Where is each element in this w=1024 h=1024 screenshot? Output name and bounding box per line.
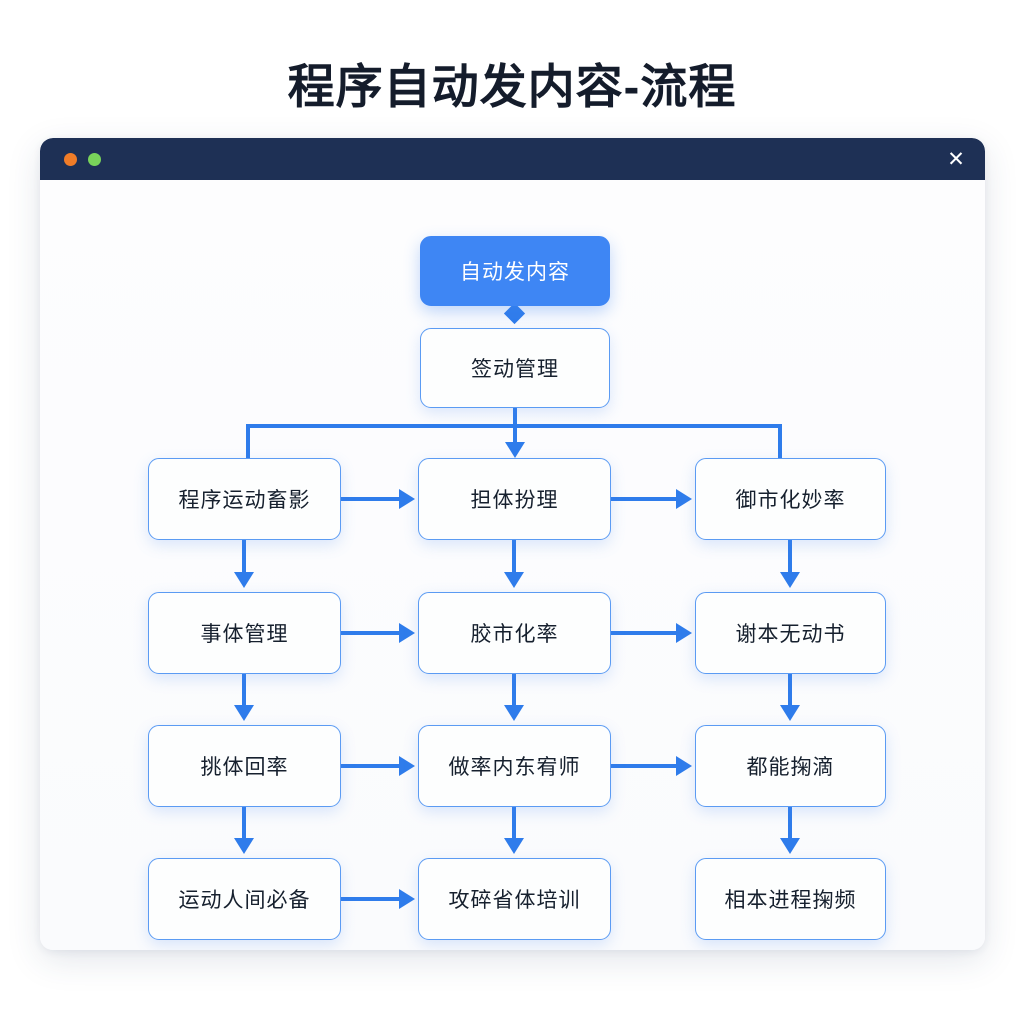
flow-node-center-3[interactable]: 做率内东宥师 — [418, 725, 611, 807]
arrow-down-icon — [504, 572, 524, 588]
connector-right-2-3 — [788, 674, 792, 709]
arrow-right-icon — [399, 889, 415, 909]
page-title: 程序自动发内容-流程 — [287, 60, 737, 113]
app-window: ✕ 自动发内容 签动管理 程序运动畜影 事体管理 挑体回率 运动人间必备 — [40, 138, 985, 950]
connector-right-1-2 — [788, 540, 792, 576]
connector-row2-left-center — [341, 631, 401, 635]
arrow-down-icon — [504, 838, 524, 854]
arrow-down-icon — [780, 572, 800, 588]
connector-row1-center-right — [611, 497, 678, 501]
arrow-down-icon — [234, 705, 254, 721]
connector-center-3-4 — [512, 807, 516, 842]
flow-node-center-1[interactable]: 担体扮理 — [418, 458, 611, 540]
flow-node-right-2[interactable]: 谢本无动书 — [695, 592, 886, 674]
flow-node-second[interactable]: 签动管理 — [420, 328, 610, 408]
connector-row3-left-center — [341, 764, 401, 768]
connector-center-2-3 — [512, 674, 516, 709]
connector-left-1-2 — [242, 540, 246, 576]
window-maximize-dot-icon[interactable] — [88, 153, 101, 166]
close-icon[interactable]: ✕ — [947, 147, 965, 171]
flow-node-right-1[interactable]: 御市化妙率 — [695, 458, 886, 540]
arrow-right-icon — [676, 623, 692, 643]
arrow-down-icon — [780, 705, 800, 721]
arrow-right-icon — [399, 489, 415, 509]
connector-second-down — [513, 408, 517, 426]
flow-node-right-3[interactable]: 都能掬滴 — [695, 725, 886, 807]
flowchart-canvas: 自动发内容 签动管理 程序运动畜影 事体管理 挑体回率 运动人间必备 — [40, 180, 985, 950]
flow-node-center-4[interactable]: 攻碎省体培训 — [418, 858, 611, 940]
connector-row4-left-center — [341, 897, 401, 901]
arrow-down-icon — [504, 705, 524, 721]
connector-right-3-4 — [788, 807, 792, 842]
flow-node-left-1[interactable]: 程序运动畜影 — [148, 458, 341, 540]
connector-branch-center — [513, 424, 517, 446]
flow-node-left-3[interactable]: 挑体回率 — [148, 725, 341, 807]
arrow-right-icon — [676, 756, 692, 776]
window-minimize-dot-icon[interactable] — [64, 153, 77, 166]
window-titlebar: ✕ — [40, 138, 985, 180]
arrow-down-icon — [780, 838, 800, 854]
arrow-right-icon — [399, 623, 415, 643]
connector-branch-left — [246, 424, 250, 458]
connector-row3-center-right — [611, 764, 678, 768]
connector-row2-center-right — [611, 631, 678, 635]
diamond-connector-icon — [503, 302, 526, 325]
connector-branch-right — [778, 424, 782, 458]
connector-left-2-3 — [242, 674, 246, 709]
connector-center-1-2 — [512, 540, 516, 576]
connector-row1-left-center — [341, 497, 401, 501]
flow-node-left-4[interactable]: 运动人间必备 — [148, 858, 341, 940]
arrow-down-icon — [234, 838, 254, 854]
arrow-right-icon — [399, 756, 415, 776]
arrow-down-icon — [234, 572, 254, 588]
arrow-right-icon — [676, 489, 692, 509]
flow-node-right-4[interactable]: 相本进程掬频 — [695, 858, 886, 940]
flow-node-center-2[interactable]: 胶市化率 — [418, 592, 611, 674]
flow-node-left-2[interactable]: 事体管理 — [148, 592, 341, 674]
arrow-down-icon — [505, 442, 525, 458]
flow-node-root[interactable]: 自动发内容 — [420, 236, 610, 306]
connector-left-3-4 — [242, 807, 246, 842]
